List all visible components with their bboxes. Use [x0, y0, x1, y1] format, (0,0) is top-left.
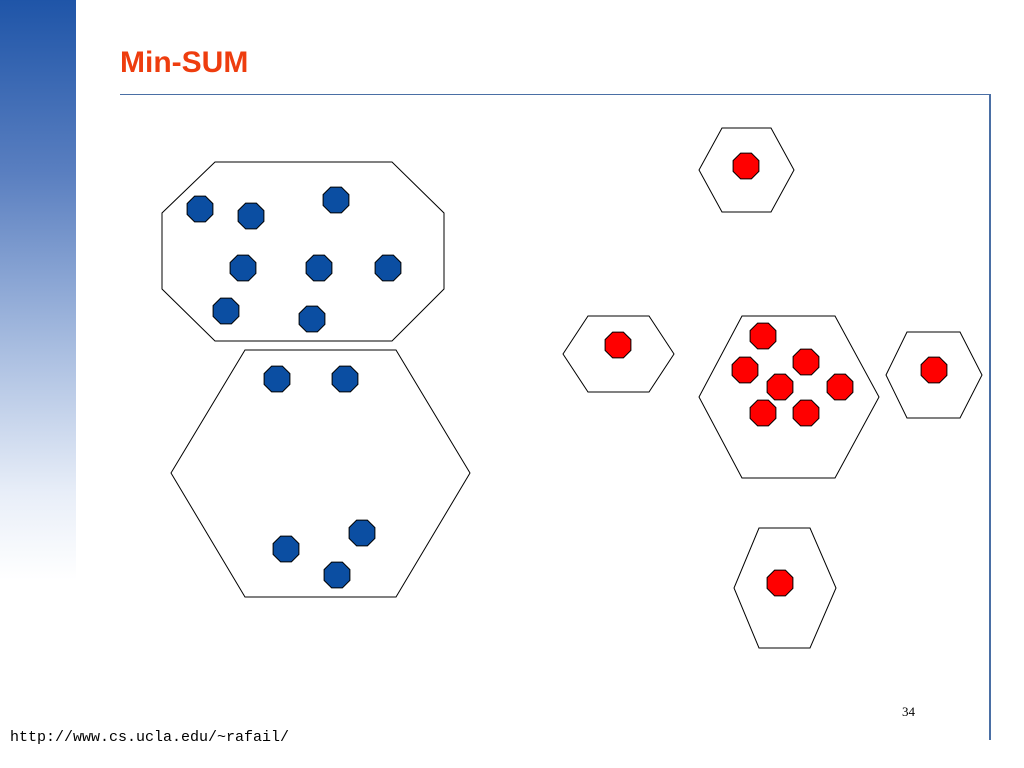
right-bottom-cluster	[733, 527, 837, 649]
blue-node	[374, 254, 402, 282]
right-top-cluster	[698, 127, 795, 213]
blue-node	[263, 365, 291, 393]
blue-node	[298, 305, 326, 333]
left-octagon-cluster	[161, 161, 445, 342]
red-node	[792, 399, 820, 427]
cluster-nodes	[186, 152, 948, 597]
red-node	[792, 348, 820, 376]
blue-node	[237, 202, 265, 230]
slide-title: Min-SUM	[120, 46, 249, 79]
red-node	[604, 331, 632, 359]
blue-node	[272, 535, 300, 563]
side-gradient-band	[0, 0, 76, 580]
page-number: 34	[902, 704, 915, 719]
red-node	[766, 373, 794, 401]
right-left-cluster	[562, 315, 675, 393]
red-node	[732, 152, 760, 180]
red-node	[826, 373, 854, 401]
blue-node	[186, 195, 214, 223]
red-node	[766, 569, 794, 597]
right-border-line	[989, 94, 991, 740]
blue-node	[348, 519, 376, 547]
red-node	[920, 356, 948, 384]
blue-node	[212, 297, 240, 325]
right-center-cluster	[698, 315, 880, 479]
footer-url: http://www.cs.ucla.edu/~rafail/	[10, 729, 290, 746]
blue-node	[331, 365, 359, 393]
blue-node	[229, 254, 257, 282]
blue-node	[305, 254, 333, 282]
cluster-outlines	[161, 127, 983, 649]
blue-node	[322, 186, 350, 214]
title-underline	[120, 94, 989, 95]
red-node	[731, 356, 759, 384]
left-hexagon-cluster	[170, 349, 471, 598]
red-node	[749, 322, 777, 350]
blue-node	[323, 561, 351, 589]
right-right-cluster	[885, 331, 983, 419]
red-node	[749, 399, 777, 427]
